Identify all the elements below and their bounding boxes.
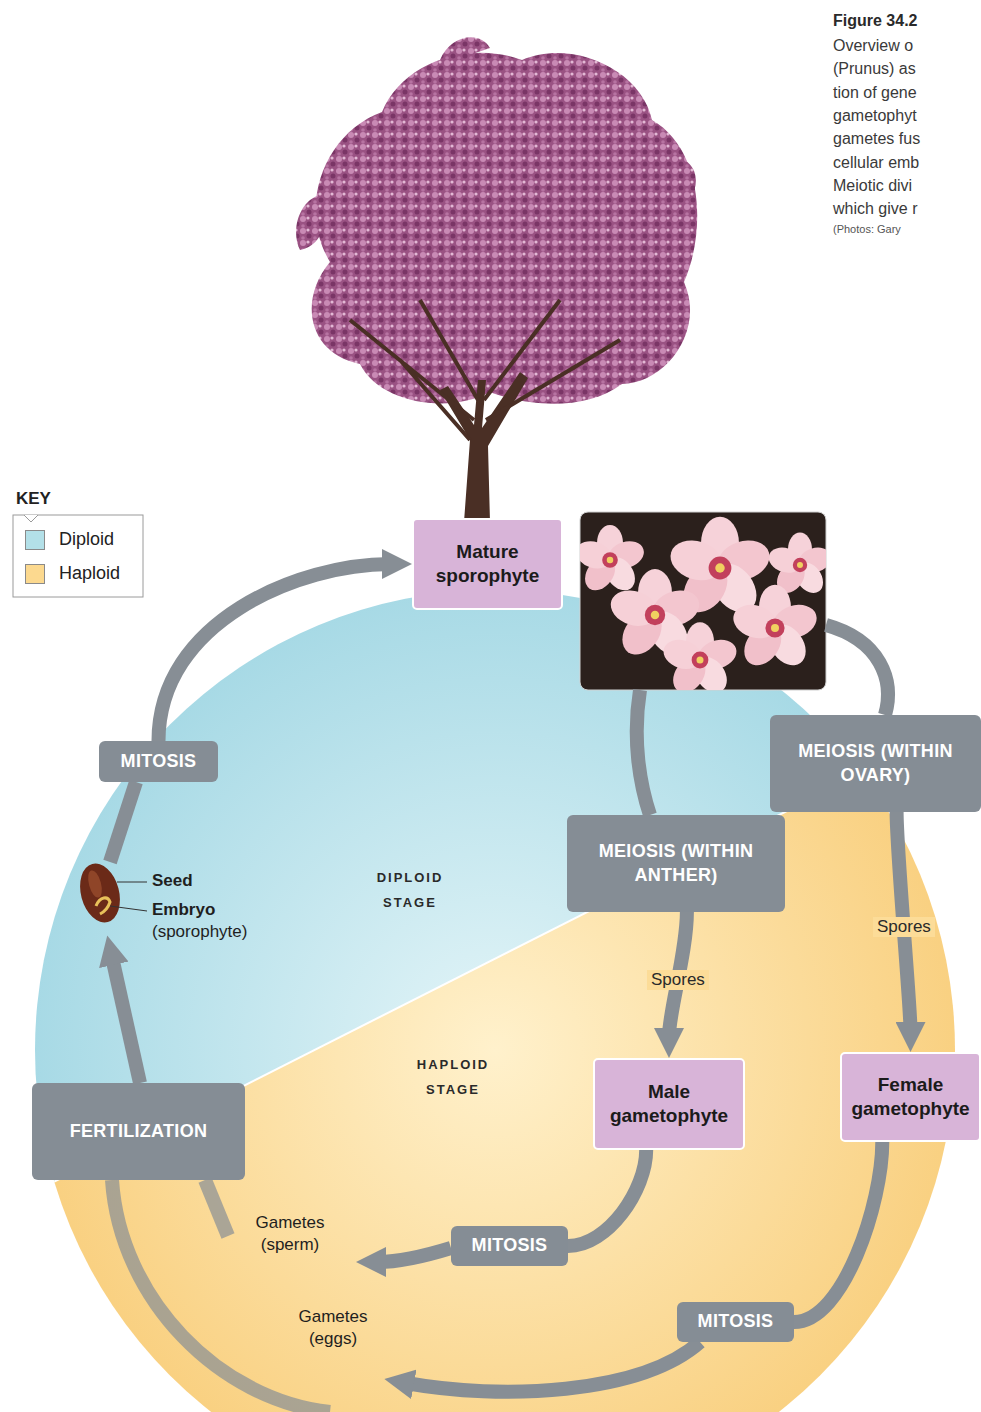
embryo: [96, 898, 110, 914]
leader-line: [117, 882, 147, 883]
stage-label: HAPLOID STAGE: [403, 1053, 503, 1102]
legend-item: Diploid: [25, 529, 114, 550]
box-label: MITOSIS: [121, 750, 197, 773]
legend-heading: KEY: [16, 489, 51, 509]
cycle-arrow: [110, 782, 136, 862]
gamete-label: Gametes (sperm): [240, 1212, 340, 1256]
caption-text: Overview o: [833, 36, 913, 56]
cycle-arrow: [159, 564, 391, 741]
box-label: Female gametophyte: [850, 1073, 971, 1122]
process-box: MEIOSIS (WITHIN OVARY): [770, 715, 981, 812]
seed: [74, 859, 147, 927]
arrow-label: Spores: [873, 917, 935, 937]
process-box: MEIOSIS (WITHIN ANTHER): [567, 815, 785, 912]
blossom: [580, 525, 647, 596]
tree-branch: [350, 300, 620, 440]
legend-frame: [13, 515, 143, 597]
legend-notch: [24, 515, 38, 522]
photo-credit: (Photos: Gary: [833, 222, 901, 236]
stage-box: Male gametophyte: [593, 1058, 745, 1150]
box-label: MEIOSIS (WITHIN OVARY): [778, 740, 973, 786]
cycle-arrow: [826, 625, 888, 715]
process-box: MITOSIS: [451, 1226, 568, 1266]
stage-divider: [0, 713, 981, 1209]
legend-text: Haploid: [59, 563, 120, 584]
process-box: FERTILIZATION: [32, 1083, 245, 1180]
cherry-tree: [296, 37, 697, 522]
caption-text: cellular emb: [833, 153, 919, 173]
stage-box: Female gametophyte: [840, 1052, 981, 1142]
box-label: FERTILIZATION: [70, 1120, 208, 1143]
stage-label: DIPLOID STAGE: [360, 866, 460, 915]
blossom: [660, 622, 741, 690]
leader-line: [110, 906, 147, 911]
legend-swatch: [25, 564, 45, 584]
caption-text: (Prunus) as: [833, 59, 916, 79]
figure-title: Figure 34.2: [833, 12, 917, 30]
box-label: MEIOSIS (WITHIN ANTHER): [575, 840, 777, 886]
box-label: MITOSIS: [472, 1234, 548, 1257]
arrow-label: Spores: [647, 970, 709, 990]
cycle-arrow: [378, 1248, 451, 1262]
legend-text: Diploid: [59, 529, 114, 550]
blossom: [729, 585, 821, 673]
gamete-label: Gametes (eggs): [283, 1306, 383, 1350]
cycle-arrow: [406, 1342, 700, 1392]
cycle-arrow: [637, 690, 650, 815]
caption-text: Meiotic divi: [833, 176, 912, 196]
box-label: Male gametophyte: [603, 1080, 735, 1129]
caption-text: tion of gene: [833, 83, 917, 103]
caption-text: gametes fus: [833, 129, 920, 149]
tree-canopy: [312, 53, 698, 404]
cycle-arrow: [794, 1142, 882, 1322]
part-label: Embryo: [152, 900, 215, 920]
part-label: (sporophyte): [152, 922, 247, 942]
cycle-arrow: [112, 957, 140, 1083]
blossoms: [580, 517, 826, 690]
caption-text: gametophyt: [833, 106, 917, 126]
cycle-arrow: [205, 1180, 228, 1236]
flower-photo: [573, 512, 835, 699]
box-label: MITOSIS: [698, 1310, 774, 1333]
seed-coat: [74, 859, 126, 927]
legend-item: Haploid: [25, 563, 120, 584]
legend-swatch: [25, 530, 45, 550]
tree-trunk: [440, 372, 528, 522]
process-box: MITOSIS: [677, 1302, 794, 1342]
part-label: Seed: [152, 871, 193, 891]
legend-box: [13, 515, 143, 597]
stage-box: Mature sporophyte: [412, 518, 563, 610]
process-box: MITOSIS: [99, 741, 218, 782]
seed-highlight: [86, 869, 105, 899]
box-label: Mature sporophyte: [422, 540, 553, 589]
caption-text: which give r: [833, 199, 917, 219]
cycle-arrow: [568, 1150, 646, 1246]
tree-canopy: [296, 37, 696, 250]
